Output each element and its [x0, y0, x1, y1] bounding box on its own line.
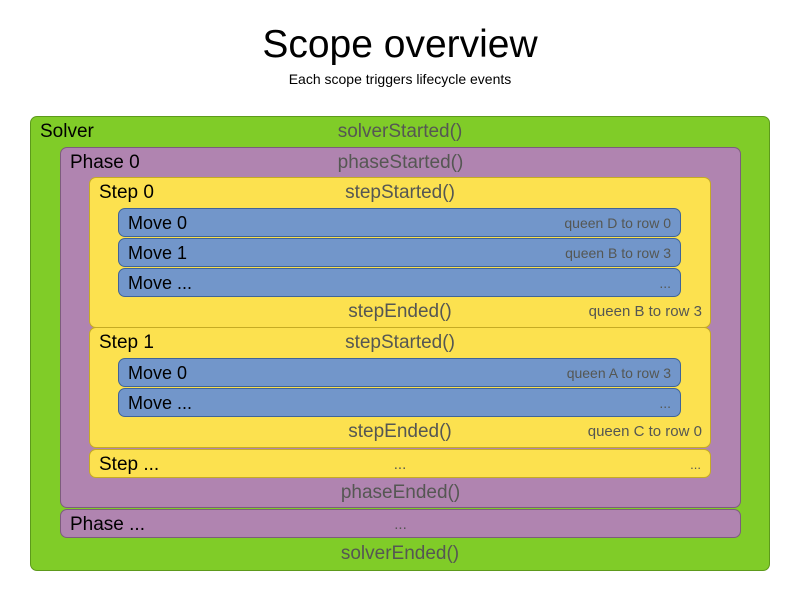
- step-1-move-ellipsis-row: Move ... ...: [119, 389, 680, 418]
- step-1-footer-row: stepEnded() queen C to row 0: [89, 417, 711, 447]
- step-0-footer-row: stepEnded() queen B to row 3: [89, 297, 711, 327]
- phase-ellipsis-label: Phase ...: [70, 514, 145, 535]
- phase-0-header-row: Phase 0 phaseStarted(): [61, 148, 740, 178]
- solver-started-event: solverStarted(): [337, 121, 463, 142]
- step-1-label: Step 1: [99, 332, 154, 353]
- step-0-move-0-row: Move 0 queen D to row 0: [119, 209, 680, 238]
- step-1-move-0-detail: queen A to row 3: [566, 365, 671, 381]
- solver-header-row: Solver solverStarted(): [31, 117, 769, 147]
- step-0-label: Step 0: [99, 182, 154, 203]
- step-0-move-0-box[interactable]: Move 0 queen D to row 0: [118, 208, 681, 237]
- step-0-move-ellipsis-box[interactable]: Move ... ...: [118, 268, 681, 297]
- step-ellipsis-row: Step ... ... ...: [90, 450, 710, 479]
- solver-footer-row: solverEnded(): [30, 539, 770, 569]
- step-0-move-1-row: Move 1 queen B to row 3: [119, 239, 680, 268]
- step-1-started-event: stepStarted(): [345, 332, 455, 353]
- page-title: Scope overview: [262, 23, 538, 66]
- step-1-move-0-row: Move 0 queen A to row 3: [119, 359, 680, 388]
- step-ellipsis-label: Step ...: [99, 454, 160, 475]
- page-subtitle: Each scope triggers lifecycle events: [288, 71, 512, 87]
- step-1-move-ellipsis-box[interactable]: Move ... ...: [118, 388, 681, 417]
- step-0-move-ellipsis-row: Move ... ...: [119, 269, 680, 298]
- phase-ellipsis-scope-box[interactable]: Phase ... ...: [60, 509, 741, 538]
- phase-ellipsis-started-event: ...: [394, 516, 407, 533]
- phase-0-ended-event: phaseEnded(): [340, 482, 461, 503]
- step-0-header-row: Step 0 stepStarted(): [90, 178, 710, 208]
- step-0-started-event: stepStarted(): [345, 182, 455, 203]
- step-1-move-0-label: Move 0: [128, 363, 188, 383]
- step-ellipsis-scope-box[interactable]: Step ... ... ...: [89, 449, 711, 478]
- step-ellipsis-detail: ...: [690, 457, 701, 472]
- step-1-move-0-box[interactable]: Move 0 queen A to row 3: [118, 358, 681, 387]
- step-0-ended-event: stepEnded(): [348, 301, 452, 322]
- phase-ellipsis-row: Phase ... ...: [61, 510, 740, 539]
- step-1-ended-detail: queen C to row 0: [587, 423, 702, 440]
- step-0-move-1-detail: queen B to row 3: [565, 245, 671, 261]
- step-1-header-row: Step 1 stepStarted(): [90, 328, 710, 358]
- step-1-ended-event: stepEnded(): [348, 421, 452, 442]
- phase-0-footer-row: phaseEnded(): [60, 478, 741, 508]
- step-0-move-0-label: Move 0: [128, 213, 188, 233]
- phase-0-started-event: phaseStarted(): [337, 152, 464, 173]
- step-1-scope-box[interactable]: Step 1 stepStarted(): [89, 327, 711, 448]
- step-1-move-ellipsis-detail: ...: [659, 395, 671, 411]
- step-0-move-ellipsis-detail: ...: [659, 275, 671, 291]
- solver-ended-event: solverEnded(): [340, 543, 460, 564]
- step-0-move-1-box[interactable]: Move 1 queen B to row 3: [118, 238, 681, 267]
- phase-0-label: Phase 0: [70, 152, 140, 173]
- solver-label: Solver: [40, 121, 94, 142]
- header: Scope overview Each scope triggers lifec…: [0, 22, 800, 88]
- step-ellipsis-started-event: ...: [393, 456, 407, 473]
- step-0-move-ellipsis-label: Move ...: [128, 273, 193, 293]
- step-0-ended-detail: queen B to row 3: [588, 303, 702, 320]
- step-0-move-0-detail: queen D to row 0: [564, 215, 671, 231]
- step-0-move-1-label: Move 1: [128, 243, 188, 263]
- step-1-move-ellipsis-label: Move ...: [128, 393, 193, 413]
